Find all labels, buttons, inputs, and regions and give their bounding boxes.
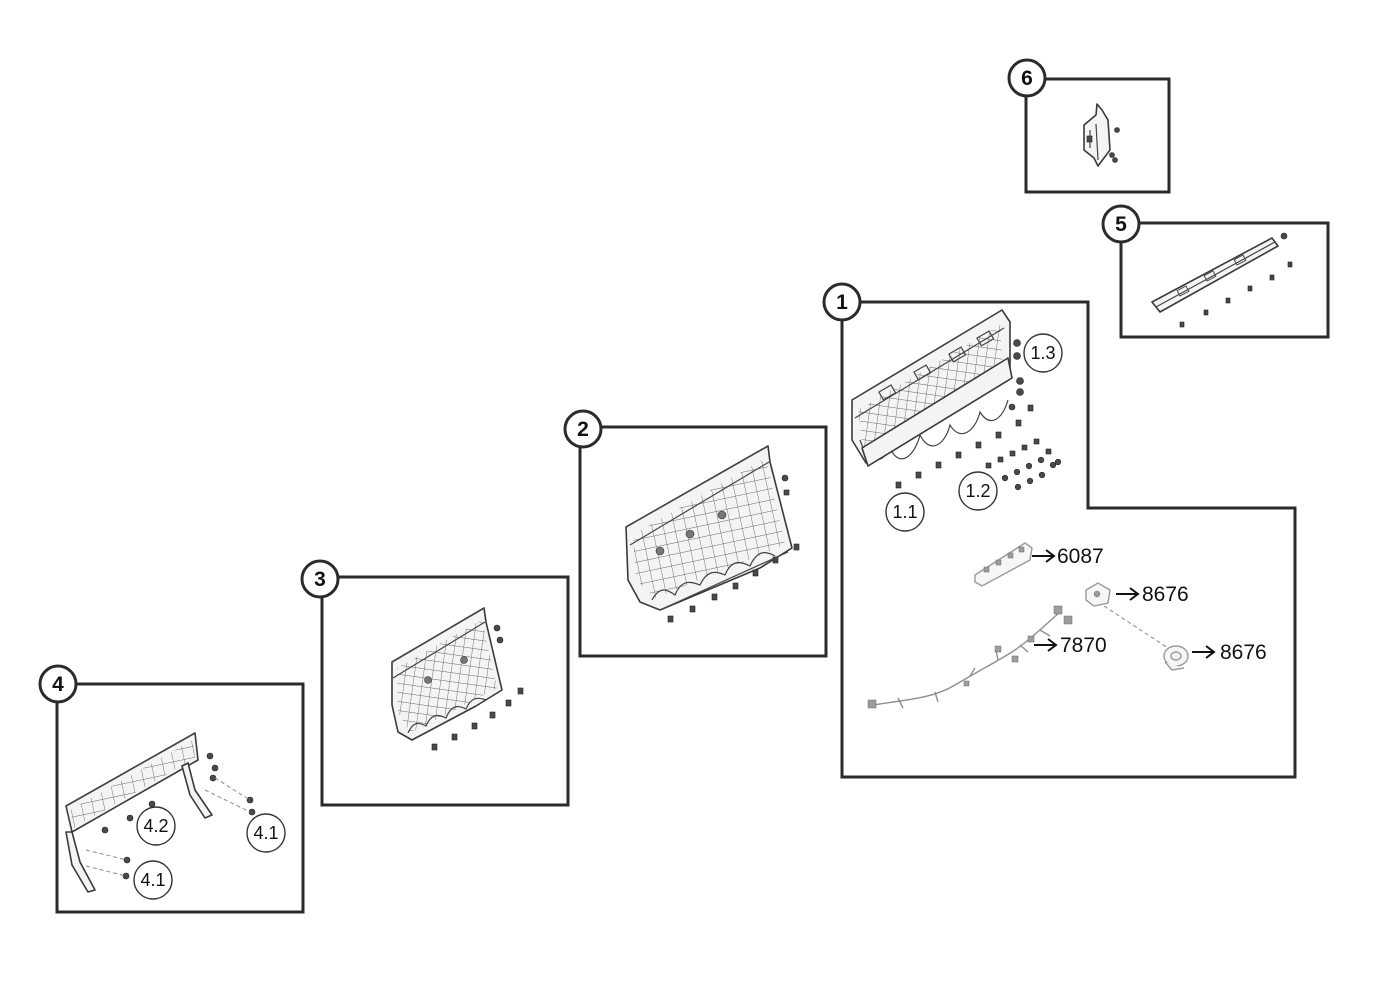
group-2-frame — [578, 425, 828, 658]
group-3-frame — [320, 575, 570, 807]
svg-text:2: 2 — [577, 418, 589, 441]
group-2: 2 — [563, 409, 828, 658]
group-6: 6 — [1007, 58, 1171, 194]
group-4-frame — [55, 682, 305, 914]
group-1-frame — [840, 300, 1297, 779]
callout-6: 6 — [1007, 58, 1047, 98]
svg-text:1.3: 1.3 — [1030, 343, 1055, 363]
svg-text:1.1: 1.1 — [892, 502, 917, 522]
group-4: 4.2 4.1 4.1 4 — [38, 664, 305, 914]
group-5-frame — [1119, 221, 1330, 339]
svg-text:4.1: 4.1 — [253, 823, 278, 843]
ref-7870: 7870 — [1034, 634, 1107, 657]
group-1: 1.3 1.2 1.1 6087 8676 — [822, 282, 1297, 779]
svg-text:1.2: 1.2 — [965, 481, 990, 501]
svg-text:6: 6 — [1021, 67, 1033, 90]
callout-4: 4 — [38, 664, 78, 704]
svg-text:8676: 8676 — [1220, 641, 1267, 664]
group-6-frame — [1024, 77, 1171, 194]
group-3: 3 — [300, 559, 570, 807]
svg-text:4: 4 — [52, 673, 64, 696]
callout-1: 1 — [822, 282, 862, 322]
part-6087-illustration — [974, 542, 1033, 587]
ref-8676-b: 8676 — [1192, 641, 1267, 664]
svg-text:1: 1 — [836, 291, 848, 314]
callout-2: 2 — [563, 409, 603, 449]
sublabel-4-2: 4.2 — [136, 806, 176, 846]
ref-6087: 6087 — [1032, 545, 1104, 568]
svg-text:5: 5 — [1115, 213, 1127, 236]
bracket-6-illustration — [1083, 103, 1120, 167]
ref-8676-a: 8676 — [1116, 583, 1189, 606]
trim-panel-1-illustration — [851, 309, 1062, 491]
group-5: 5 — [1101, 204, 1330, 339]
svg-text:6087: 6087 — [1057, 545, 1104, 568]
svg-text:3: 3 — [314, 568, 326, 591]
sublabel-1-3: 1.3 — [1023, 333, 1063, 373]
trim-panel-3-illustration — [391, 607, 524, 751]
svg-text:4.1: 4.1 — [140, 870, 165, 890]
svg-text:4.2: 4.2 — [143, 816, 168, 836]
sublabel-4-1-right: 4.1 — [246, 813, 286, 853]
sublabel-1-1: 1.1 — [885, 492, 925, 532]
sublabel-1-2: 1.2 — [958, 471, 998, 511]
part-8676-a-illustration — [1085, 582, 1111, 607]
sublabel-4-1-bottom: 4.1 — [133, 860, 173, 900]
trim-panel-2-illustration — [625, 445, 800, 623]
strip-5-illustration — [1151, 232, 1293, 328]
trim-panel-4-illustration — [65, 732, 256, 893]
callout-3: 3 — [300, 559, 340, 599]
svg-text:7870: 7870 — [1060, 634, 1107, 657]
callout-5: 5 — [1101, 204, 1141, 244]
part-7870-harness-illustration — [867, 605, 1073, 709]
svg-text:8676: 8676 — [1142, 583, 1189, 606]
part-8676-b-illustration — [1163, 645, 1189, 671]
